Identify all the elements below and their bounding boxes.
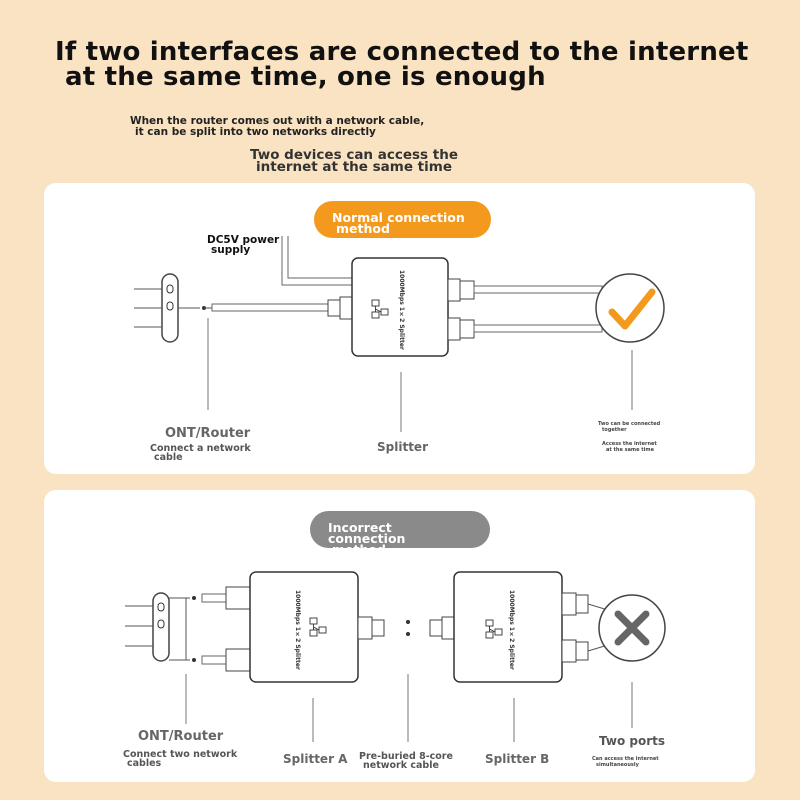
headline: If two interfaces are connected to the i… xyxy=(55,37,775,92)
router-label-normal: ONT/Router xyxy=(165,426,251,441)
splitter-box-b xyxy=(453,571,563,683)
ports-desc-line2: simultaneously xyxy=(596,762,639,768)
ok-note2-line1: Access the internet xyxy=(602,441,657,447)
check-icon xyxy=(608,288,656,330)
splitter-box-text-normal: 1000Mbps 1×2 Splitter xyxy=(398,270,405,350)
headline-line1: If two interfaces are connected to the i… xyxy=(55,37,749,67)
ok-note2-line2: at the same time xyxy=(606,447,654,453)
incorrect-method-pill: Incorrect connection method xyxy=(310,511,490,556)
subtitle-devices-line1: Two devices can access the xyxy=(250,147,458,163)
normal-pill-line1: Normal connection xyxy=(332,210,465,225)
headline-line2: at the same time, one is enough xyxy=(65,62,546,92)
cable-label-line2: network cable xyxy=(363,760,439,771)
power-label-line2: supply xyxy=(211,244,251,256)
cable-label-line1: Pre-buried 8-core xyxy=(359,751,453,762)
splitter-b-label: Splitter B xyxy=(485,752,550,766)
router-desc-incorrect-line1: Connect two network xyxy=(123,749,238,760)
router-desc-normal-line2: cable xyxy=(154,452,183,463)
ok-note-access: Access the internet at the same time xyxy=(602,441,657,453)
splitter-box-a xyxy=(249,571,359,683)
normal-method-pill: Normal connection method xyxy=(314,201,491,238)
router-desc-incorrect: Connect two network cables xyxy=(123,749,238,769)
incorrect-pill-line1: Incorrect connection xyxy=(328,520,406,546)
splitter-label-normal: Splitter xyxy=(377,440,428,454)
router-desc-normal: Connect a network cable xyxy=(150,443,251,463)
subtitle-devices-line2: internet at the same time xyxy=(256,159,452,175)
cross-icon xyxy=(614,610,650,646)
power-supply-label: DC5V power supply xyxy=(207,234,280,256)
splitter-a-label: Splitter A xyxy=(283,752,348,766)
router-desc-normal-line1: Connect a network xyxy=(150,443,251,454)
cable-label: Pre-buried 8-core network cable xyxy=(359,751,453,771)
two-ports-label: Two ports xyxy=(599,734,666,748)
check-circle xyxy=(595,273,665,343)
ports-desc-line1: Can access the internet xyxy=(592,756,659,762)
router-desc-incorrect-line2: cables xyxy=(127,758,162,769)
splitter-box-normal xyxy=(351,257,449,357)
network-icon-a xyxy=(309,617,327,637)
power-label-line1: DC5V power xyxy=(207,234,280,246)
network-icons xyxy=(309,299,503,639)
subtitle-router-line1: When the router comes out with a network… xyxy=(130,115,425,127)
router-label-incorrect: ONT/Router xyxy=(138,729,224,744)
splitter-box-text-b: 1000Mbps 1×2 Splitter xyxy=(508,590,515,670)
subtitle-router-line2: it can be split into two networks direct… xyxy=(135,126,376,138)
network-icon-b xyxy=(485,619,503,639)
two-ports-desc: Can access the internet simultaneously xyxy=(592,756,659,768)
ok-note1-line1: Two can be connected xyxy=(598,421,661,427)
ok-note1-line2: together xyxy=(602,427,627,433)
incorrect-pill-line2: method xyxy=(332,542,386,557)
ok-note-connected: Two can be connected together xyxy=(598,421,660,433)
splitter-box-text-a: 1000Mbps 1×2 Splitter xyxy=(294,590,301,670)
subtitle-devices: Two devices can access the internet at t… xyxy=(250,147,458,175)
normal-pill-line2: method xyxy=(336,221,390,236)
network-icon-normal xyxy=(371,299,389,319)
subtitle-router: When the router comes out with a network… xyxy=(130,116,424,138)
